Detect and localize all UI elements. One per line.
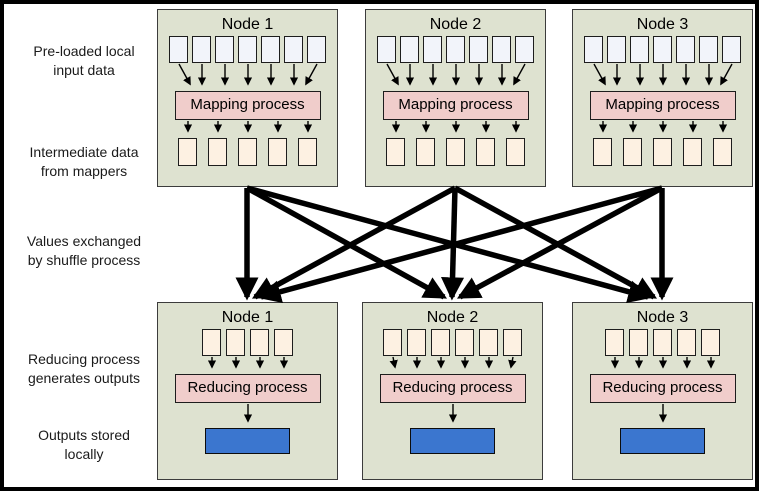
input-data-box bbox=[169, 36, 188, 63]
reducing-process-box: Reducing process bbox=[379, 374, 526, 403]
intermediate-data-box bbox=[238, 138, 257, 166]
intermediate-data-box bbox=[178, 138, 197, 166]
input-data-box bbox=[722, 36, 741, 63]
mapping-process-box: Mapping process bbox=[382, 91, 529, 120]
map-node-2: Node 2 Mapping process bbox=[365, 9, 546, 187]
input-data-box bbox=[238, 36, 257, 63]
intermediate-data-box bbox=[593, 138, 612, 166]
side-label-shuffle: Values exchanged by shuffle process bbox=[26, 233, 142, 268]
input-data-box bbox=[261, 36, 280, 63]
node-title: Node 1 bbox=[221, 309, 274, 326]
intermediate-data-box bbox=[208, 138, 227, 166]
input-data-box bbox=[492, 36, 511, 63]
reduce-node-3: Node 3 Reducing process bbox=[572, 302, 753, 480]
input-data-box bbox=[307, 36, 326, 63]
intermediate-data-box bbox=[274, 329, 293, 356]
intermediate-data-box bbox=[431, 329, 450, 356]
side-label-preloaded: Pre-loaded local input data bbox=[33, 43, 135, 78]
reduce-node-2: Node 2 Reducing process bbox=[362, 302, 543, 480]
node-title: Node 3 bbox=[636, 309, 689, 326]
input-data-box bbox=[515, 36, 534, 63]
node-title: Node 2 bbox=[429, 16, 482, 33]
input-data-box bbox=[215, 36, 234, 63]
input-data-box bbox=[584, 36, 603, 63]
intermediate-data-box bbox=[268, 138, 287, 166]
input-data-box bbox=[446, 36, 465, 63]
intermediate-box-row bbox=[366, 138, 545, 166]
reduce-input-arrows bbox=[207, 357, 288, 369]
intermediate-data-box bbox=[683, 138, 702, 166]
input-data-box bbox=[423, 36, 442, 63]
side-label-intermediate: Intermediate data from mappers bbox=[29, 144, 139, 179]
map-node-3: Node 3 Mapping process bbox=[572, 9, 753, 187]
reduce-output-arrow bbox=[243, 404, 252, 423]
reduce-node-1: Node 1 Reducing process bbox=[157, 302, 338, 480]
intermediate-data-box bbox=[605, 329, 624, 356]
node-title: Node 3 bbox=[636, 16, 689, 33]
intermediate-data-box bbox=[407, 329, 426, 356]
input-data-box bbox=[192, 36, 211, 63]
node-title: Node 1 bbox=[221, 16, 274, 33]
map-input-arrows bbox=[385, 63, 526, 86]
output-box bbox=[205, 428, 290, 454]
reduce-input-arrows bbox=[389, 356, 516, 369]
map-input-arrows bbox=[177, 63, 318, 86]
side-label-reducing: Reducing process generates outputs bbox=[27, 351, 141, 386]
map-output-arrows bbox=[391, 121, 520, 133]
intermediate-data-box bbox=[479, 329, 498, 356]
intermediate-box-row bbox=[573, 329, 752, 356]
node-title: Node 2 bbox=[426, 309, 479, 326]
intermediate-data-box bbox=[623, 138, 642, 166]
intermediate-data-box bbox=[416, 138, 435, 166]
intermediate-box-row bbox=[158, 329, 337, 356]
input-data-box bbox=[377, 36, 396, 63]
intermediate-data-box bbox=[503, 329, 522, 356]
reduce-output-arrow bbox=[448, 404, 457, 423]
map-output-arrows bbox=[598, 121, 727, 133]
map-input-arrows bbox=[592, 63, 733, 86]
input-data-box bbox=[630, 36, 649, 63]
intermediate-box-row bbox=[158, 138, 337, 166]
intermediate-data-box bbox=[298, 138, 317, 166]
intermediate-data-box bbox=[250, 329, 269, 356]
intermediate-box-row bbox=[573, 138, 752, 166]
intermediate-data-box bbox=[677, 329, 696, 356]
input-data-box bbox=[284, 36, 303, 63]
reduce-output-arrow bbox=[658, 404, 667, 423]
intermediate-data-box bbox=[506, 138, 525, 166]
intermediate-data-box bbox=[653, 329, 672, 356]
intermediate-data-box bbox=[713, 138, 732, 166]
map-output-arrows bbox=[183, 121, 312, 133]
intermediate-data-box bbox=[202, 329, 221, 356]
reducing-process-box: Reducing process bbox=[589, 374, 736, 403]
intermediate-data-box bbox=[629, 329, 648, 356]
input-box-row bbox=[158, 36, 337, 63]
input-data-box bbox=[607, 36, 626, 63]
input-data-box bbox=[400, 36, 419, 63]
output-box bbox=[410, 428, 495, 454]
intermediate-data-box bbox=[446, 138, 465, 166]
intermediate-data-box bbox=[701, 329, 720, 356]
intermediate-data-box bbox=[386, 138, 405, 166]
input-data-box bbox=[653, 36, 672, 63]
intermediate-box-row bbox=[363, 329, 542, 356]
mapping-process-box: Mapping process bbox=[589, 91, 736, 120]
reduce-input-arrows bbox=[610, 357, 715, 369]
intermediate-data-box bbox=[226, 329, 245, 356]
map-node-1: Node 1 Mapping process bbox=[157, 9, 338, 187]
reducing-process-box: Reducing process bbox=[174, 374, 321, 403]
side-label-outputs: Outputs stored locally bbox=[38, 427, 130, 462]
intermediate-data-box bbox=[455, 329, 474, 356]
input-box-row bbox=[366, 36, 545, 63]
intermediate-data-box bbox=[653, 138, 672, 166]
input-data-box bbox=[469, 36, 488, 63]
output-box bbox=[620, 428, 705, 454]
mapping-process-box: Mapping process bbox=[174, 91, 321, 120]
input-data-box bbox=[676, 36, 695, 63]
intermediate-data-box bbox=[476, 138, 495, 166]
input-box-row bbox=[573, 36, 752, 63]
input-data-box bbox=[699, 36, 718, 63]
intermediate-data-box bbox=[383, 329, 402, 356]
